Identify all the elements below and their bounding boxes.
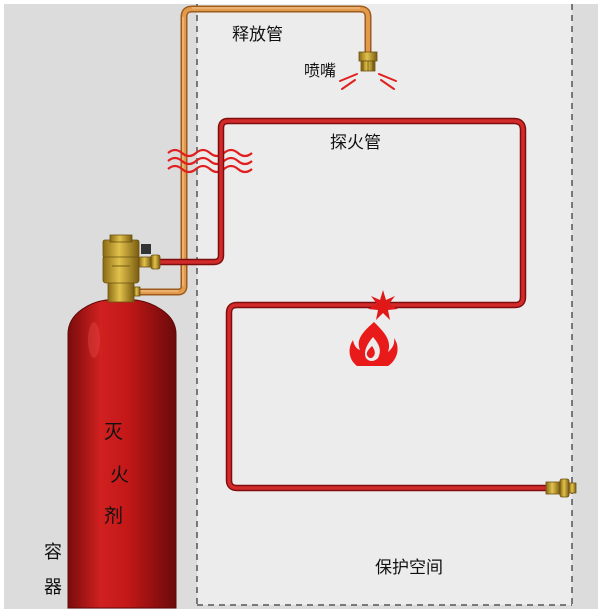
spray-lines <box>339 73 397 90</box>
release-pipe <box>137 5 372 296</box>
container-label-char-2: 器 <box>44 577 62 598</box>
agent-cylinder <box>67 299 177 609</box>
agent-label-char-2: 火 <box>110 464 130 486</box>
release-pipe-label: 释放管 <box>232 25 283 45</box>
agent-label-char-3: 剂 <box>104 505 124 527</box>
valve-assembly <box>102 234 161 303</box>
detection-tube-end-fitting <box>545 478 577 498</box>
protected-space-label: 保护空间 <box>375 558 443 578</box>
nozzle-label: 喷嘴 <box>304 61 337 80</box>
fire-icon <box>349 322 398 366</box>
heat-wave-icon <box>167 148 253 174</box>
detection-tube <box>146 117 549 492</box>
burst-icon <box>368 290 398 320</box>
container-label-char-1: 容 <box>44 542 62 563</box>
agent-label-char-1: 灭 <box>104 421 124 443</box>
nozzle-icon <box>358 51 378 72</box>
detection-tube-label: 探火管 <box>330 133 381 153</box>
